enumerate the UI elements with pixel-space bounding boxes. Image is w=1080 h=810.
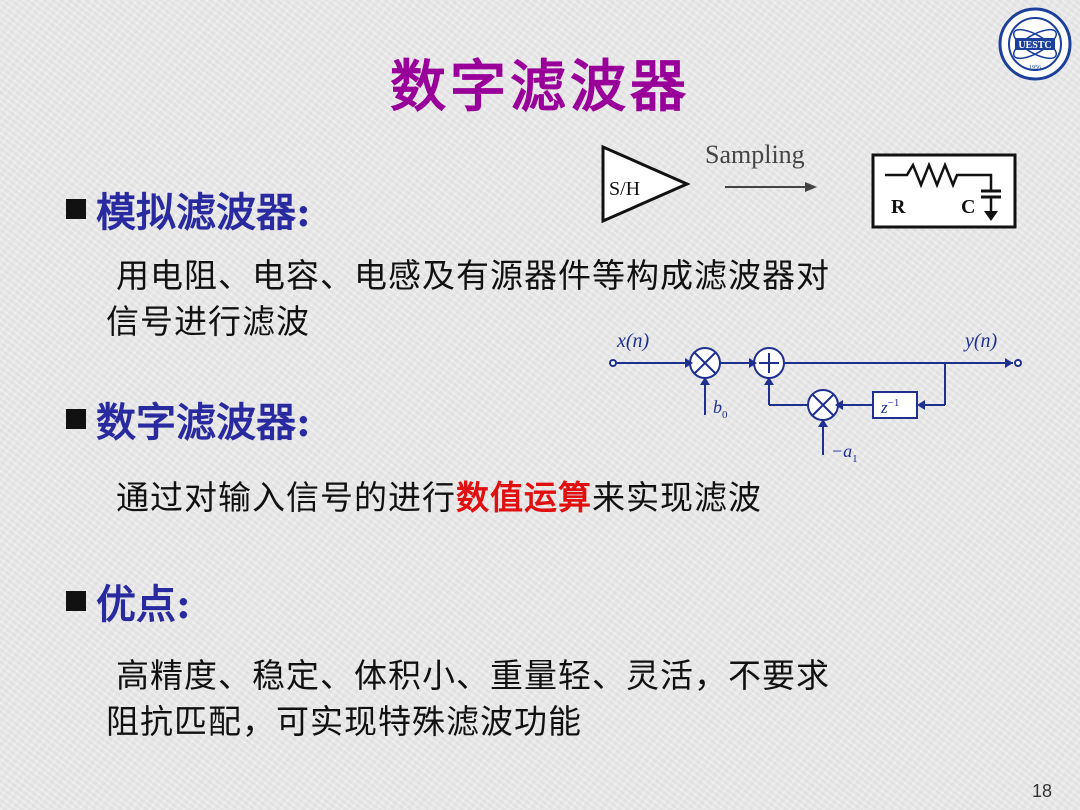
page-number: 18 <box>1031 781 1052 801</box>
digital-suffix: 来实现滤波 <box>592 478 762 517</box>
advantages-line-1: 高精度、稳定、体积小、重量轻、灵活，不要求 <box>116 656 830 695</box>
analog-line-2: 信号进行滤波 <box>106 302 310 341</box>
filter-block-diagram: x(n) y(n) b0 −a1 z−1 <box>609 330 1022 465</box>
bullet-square <box>66 409 86 429</box>
resistor-icon <box>885 161 993 191</box>
b0-label: b0 <box>713 397 728 421</box>
delay-block <box>872 391 918 419</box>
ground-arrow-icon <box>984 211 998 221</box>
digital-description: 通过对输入信号的进行数值运算来实现滤波 <box>116 476 762 520</box>
sample-hold-triangle <box>601 144 691 224</box>
heading-digital-filter: 数字滤波器: <box>96 399 311 446</box>
delay-label: z−1 <box>880 397 899 417</box>
advantages-line-2: 阻抗匹配，可实现特殊滤波功能 <box>106 702 582 741</box>
svg-text:UESTC: UESTC <box>1018 40 1051 51</box>
svg-text:1956: 1956 <box>1029 65 1041 71</box>
bullet-advantages: 优点: <box>66 572 191 630</box>
input-label: x(n) <box>616 330 650 352</box>
slide-title: 数字滤波器 <box>390 54 690 120</box>
sampling-label: Sampling <box>705 140 805 169</box>
digital-prefix: 通过对输入信号的进行 <box>116 478 456 517</box>
analog-line-1: 用电阻、电容、电感及有源器件等构成滤波器对 <box>116 256 830 295</box>
a1-label: −a1 <box>831 441 858 465</box>
heading-advantages: 优点: <box>96 581 191 628</box>
sample-hold-label: S/H <box>609 178 640 200</box>
output-label: y(n) <box>963 330 998 352</box>
bullet-analog-filter: 模拟滤波器: <box>66 180 311 238</box>
arrow-head-icon <box>805 182 817 192</box>
bullet-square <box>66 199 86 219</box>
resistor-label: R <box>891 196 906 218</box>
capacitor-label: C <box>961 196 975 218</box>
bullet-digital-filter: 数字滤波器: <box>66 390 311 448</box>
digital-highlight: 数值运算 <box>456 478 592 517</box>
heading-analog-filter: 模拟滤波器: <box>96 189 311 236</box>
sampling-diagram: S/H Sampling R C <box>601 140 1017 229</box>
bullet-square <box>66 591 86 611</box>
university-seal-icon: UESTC 1956 <box>998 7 1072 81</box>
